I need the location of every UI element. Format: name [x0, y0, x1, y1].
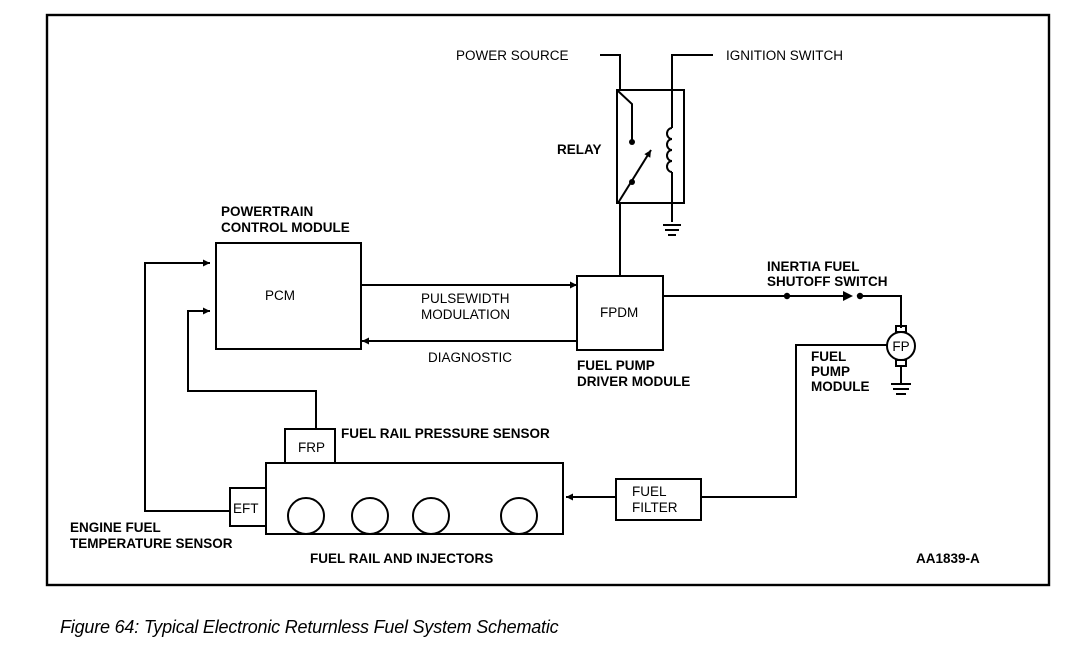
pcm-title-line1: POWERTRAIN	[221, 204, 313, 219]
relay-box	[616, 89, 685, 204]
injector-icon	[351, 497, 389, 535]
relay-label: RELAY	[557, 142, 602, 157]
eft-line2: TEMPERATURE SENSOR	[70, 536, 233, 551]
fpdm-box	[576, 275, 664, 351]
inertia-switch-line1: INERTIA FUEL	[767, 259, 860, 274]
injector-icon	[287, 497, 325, 535]
eft-line1: ENGINE FUEL	[70, 520, 161, 535]
relay	[600, 54, 713, 275]
eft-pcm-signal-arrow	[144, 259, 230, 512]
eft-box	[229, 487, 267, 527]
fuel-pump-line3: MODULE	[811, 379, 870, 394]
pcm-box	[215, 242, 362, 350]
switch-pump-wire	[860, 295, 902, 328]
fuel-filter-line2: FILTER	[632, 500, 678, 515]
ground-icon	[663, 224, 681, 236]
fuel-filter-box	[615, 478, 702, 521]
pwm-label-line1: PULSEWIDTH	[421, 291, 510, 306]
pcm-title-line2: CONTROL MODULE	[221, 220, 350, 235]
pcm-abbrev: PCM	[265, 288, 295, 303]
figure-frame	[45, 13, 1051, 587]
power-source-label: POWER SOURCE	[456, 48, 569, 63]
relay-armature	[617, 149, 652, 204]
relay-coil-icon	[666, 127, 673, 173]
ground-icon	[891, 383, 911, 395]
inertia-switch-arrow-icon	[843, 291, 853, 301]
ignition-switch-label: IGNITION SWITCH	[726, 48, 843, 63]
injector-icon	[500, 497, 538, 535]
drawing-id: AA1839-A	[916, 551, 980, 566]
contact-dot	[629, 139, 635, 145]
diagnostic-label: DIAGNOSTIC	[428, 350, 512, 365]
fpdm-title-line1: FUEL PUMP	[577, 358, 655, 373]
frp-label: FUEL RAIL PRESSURE SENSOR	[341, 426, 550, 441]
pump-filter-fuel-line	[700, 344, 887, 498]
fpdm-title-line2: DRIVER MODULE	[577, 374, 690, 389]
relay-fixed-contact	[617, 90, 633, 140]
inertia-switch-contact-a	[783, 292, 791, 300]
fuel-pump-line1: FUEL	[811, 349, 846, 364]
ignition-switch-wire	[671, 54, 713, 128]
injectors	[287, 497, 538, 535]
fuel-pump-abbrev: FP	[892, 339, 909, 354]
eft-abbrev: EFT	[233, 501, 259, 516]
frp-box	[284, 428, 336, 464]
fuel-filter-line1: FUEL	[632, 484, 667, 499]
figure-caption: Figure 64: Typical Electronic Returnless…	[60, 617, 559, 637]
injector-icon	[412, 497, 450, 535]
frp-pcm-signal-arrow	[187, 307, 317, 429]
pwm-label-line2: MODULATION	[421, 307, 510, 322]
frp-abbrev: FRP	[298, 440, 325, 455]
inertia-switch-line2: SHUTOFF SWITCH	[767, 274, 888, 289]
power-source-wire	[600, 54, 621, 90]
fpdm-abbrev: FPDM	[600, 305, 638, 320]
fuel-rail-label: FUEL RAIL AND INJECTORS	[310, 551, 493, 566]
fuel-pump-line2: PUMP	[811, 364, 850, 379]
armature-dot	[629, 179, 635, 185]
